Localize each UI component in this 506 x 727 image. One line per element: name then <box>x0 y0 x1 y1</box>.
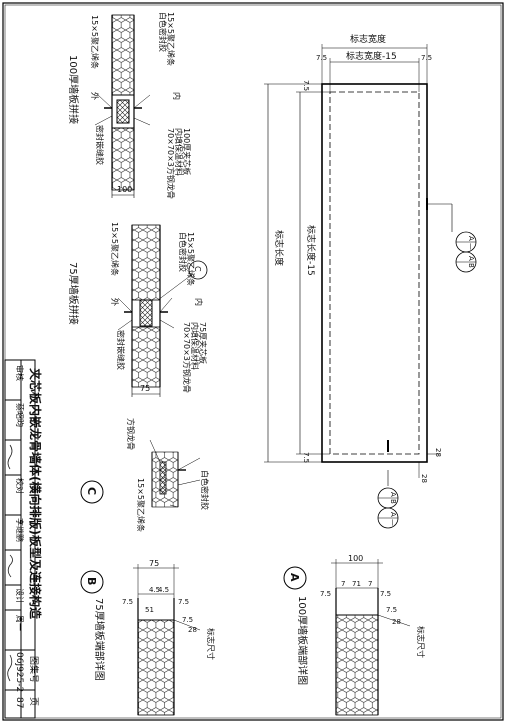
detail-a-d7b: 7 <box>368 580 372 588</box>
elevation-callout-1-top: A <box>467 236 475 241</box>
elevation-callout-1-bottom: — <box>467 243 475 250</box>
section-75-pe-strip: 15×5聚乙烯条 <box>110 222 120 276</box>
section-75-title: 75厚墙板拼接 <box>67 262 80 325</box>
detail-b-title: 75厚墙板端部详图 <box>93 598 106 681</box>
elevation-callout-2-bottom: B <box>467 263 475 268</box>
title-block-review-label: 审核 <box>15 365 25 381</box>
elevation-width: 标志宽度 <box>350 33 386 45</box>
title-block-page-no: 87 <box>14 697 24 708</box>
elevation-width-minus: 标志宽度-15 <box>346 50 397 62</box>
elevation-callout-4-bottom: — <box>389 519 397 526</box>
elevation-d28b: 28 <box>420 474 428 483</box>
detail-b-d75l: 7.5 <box>122 598 133 606</box>
section-75-sealant-white: 白色密封胶 <box>178 232 188 272</box>
detail-b-d45b: 4.5 <box>158 586 169 594</box>
panel-elevation: 标志宽度 标志宽度-15 7.5 7.5 标志长度 标志长度-15 7.5 7.… <box>264 33 477 529</box>
section-75-sealant-butyl: 密封嵌缝胶 <box>116 330 126 370</box>
detail-a-d7a: 7 <box>341 580 345 588</box>
elevation-callout-2-top: A <box>467 256 475 261</box>
section-100-insulation: 内填保温材料 <box>174 128 184 176</box>
detail-c-sealant-white: 白色密封胶 <box>200 470 210 510</box>
section-75-inner: 内 <box>194 298 204 306</box>
detail-b-d28: 28 <box>188 626 197 634</box>
elevation-d75d: 7.5 <box>302 452 310 463</box>
section-100-dim: 100 <box>117 185 132 194</box>
check-signature <box>7 554 13 578</box>
section-100-steel-keel: 70×70×3方钢龙骨 <box>166 128 176 199</box>
detail-a-d75l: 7.5 <box>320 590 331 598</box>
detail-a: 100 7 71 7 7.5 7.5 7.5 28 标志尺寸 A 100厚墙板端… <box>283 554 426 716</box>
panel-inner-outline <box>329 91 420 455</box>
detail-c-label-circle <box>80 480 104 504</box>
section-75-pe-strip-inner: 15×5聚乙烯条 <box>186 232 196 286</box>
detail-a-letter: A <box>288 573 301 582</box>
elevation-length-minus: 标志长度-15 <box>305 225 317 276</box>
section-75-core: 75厚夹芯板 <box>198 322 208 364</box>
elevation-d75c: 7.5 <box>302 80 310 91</box>
section-75-callout: C <box>193 266 202 272</box>
section-100-core: 100厚夹芯板 <box>182 128 192 175</box>
title-block-page-label: 页 <box>28 697 39 706</box>
detail-b-label-circle <box>80 570 104 594</box>
detail-a-d75r: 7.5 <box>380 590 391 598</box>
section-75-joint: 75 C 15×5聚乙烯条 白色密封胶 15×5聚乙烯条 内 外 密封嵌缝胶 7… <box>67 222 208 397</box>
detail-a-label-circle <box>283 566 307 590</box>
section-100-sealant-butyl: 密封嵌缝胶 <box>95 125 105 165</box>
detail-b-d51: 51 <box>145 606 154 614</box>
elevation-callout-4-top: A <box>389 512 397 517</box>
title-block-review-name: 蔡昭昀 <box>15 403 25 427</box>
detail-c-letter: C <box>85 487 98 495</box>
title-block-design-label: 设计 <box>15 588 25 604</box>
review-signature <box>7 444 13 470</box>
section-75-outer: 外 <box>110 298 120 306</box>
elevation-d75b: 7.5 <box>421 54 432 62</box>
detail-b: 75 4.5 4.5 7.5 7.5 51 7.5 28 标志尺寸 B 75厚墙… <box>80 559 216 716</box>
title-block-check-label: 校对 <box>15 478 25 494</box>
detail-a-title: 100厚墙板端部详图 <box>296 596 309 685</box>
section-100-title: 100厚墙板拼接 <box>67 55 80 124</box>
detail-c: 方钢龙骨 白色密封胶 15×5聚乙烯条 C <box>80 418 210 532</box>
section-100-joint: 100 15×5聚乙烯条 白色密封胶 15×5聚乙烯条 内 外 密封嵌缝胶 70… <box>67 12 192 199</box>
detail-a-sign-size: 标志尺寸 <box>416 626 426 658</box>
detail-a-d100: 100 <box>348 554 363 563</box>
detail-b-d75r: 7.5 <box>178 598 189 606</box>
detail-a-d71: 71 <box>352 580 361 588</box>
section-100-outer: 外 <box>90 92 100 100</box>
title-block: 夹芯板内嵌龙骨墙体(横向排版)板型及连接构造 图集号 06J925-2 页 87… <box>4 359 43 719</box>
detail-b-sign-size: 标志尺寸 <box>206 628 216 660</box>
title-block-title: 夹芯板内嵌龙骨墙体(横向排版)板型及连接构造 <box>28 368 43 620</box>
elevation-callout-3-bottom: B <box>389 499 397 504</box>
section-100-inner: 内 <box>172 92 182 100</box>
elevation-callout-3-top: A <box>389 492 397 497</box>
detail-b-letter: B <box>85 577 98 585</box>
panel-outline <box>321 83 428 463</box>
title-block-atlas-no: 06J925-2 <box>14 652 24 692</box>
elevation-d28a: 28 <box>434 448 442 457</box>
section-100-sealant-white: 白色密封胶 <box>158 12 168 52</box>
elevation-length: 标志长度 <box>273 230 285 266</box>
elevation-d75a: 7.5 <box>316 54 327 62</box>
section-75-steel-keel: 70×70×3方钢龙骨 <box>182 322 192 393</box>
title-block-check-name: 李继鹏 <box>15 518 25 542</box>
detail-a-d75s: 7.5 <box>386 606 397 614</box>
detail-a-d28: 28 <box>392 618 401 626</box>
section-75-callout-circle <box>188 260 208 280</box>
section-75-insulation: 内填保温材料 <box>190 322 200 370</box>
title-block-design-name: 周一 <box>15 615 24 631</box>
detail-b-d45a: 4.5 <box>149 586 160 594</box>
section-75-dim: 75 <box>140 384 150 393</box>
detail-b-d75: 75 <box>149 559 159 568</box>
section-100-pe-strip: 15×5聚乙烯条 <box>90 15 100 69</box>
design-signature <box>7 654 13 682</box>
detail-b-d75s: 7.5 <box>182 616 193 624</box>
title-block-atlas-label: 图集号 <box>28 656 40 683</box>
section-100-pe-strip-inner: 15×5聚乙烯条 <box>166 12 176 66</box>
detail-c-steel-keel: 方钢龙骨 <box>126 418 136 450</box>
detail-c-pe-strip: 15×5聚乙烯条 <box>136 478 146 532</box>
